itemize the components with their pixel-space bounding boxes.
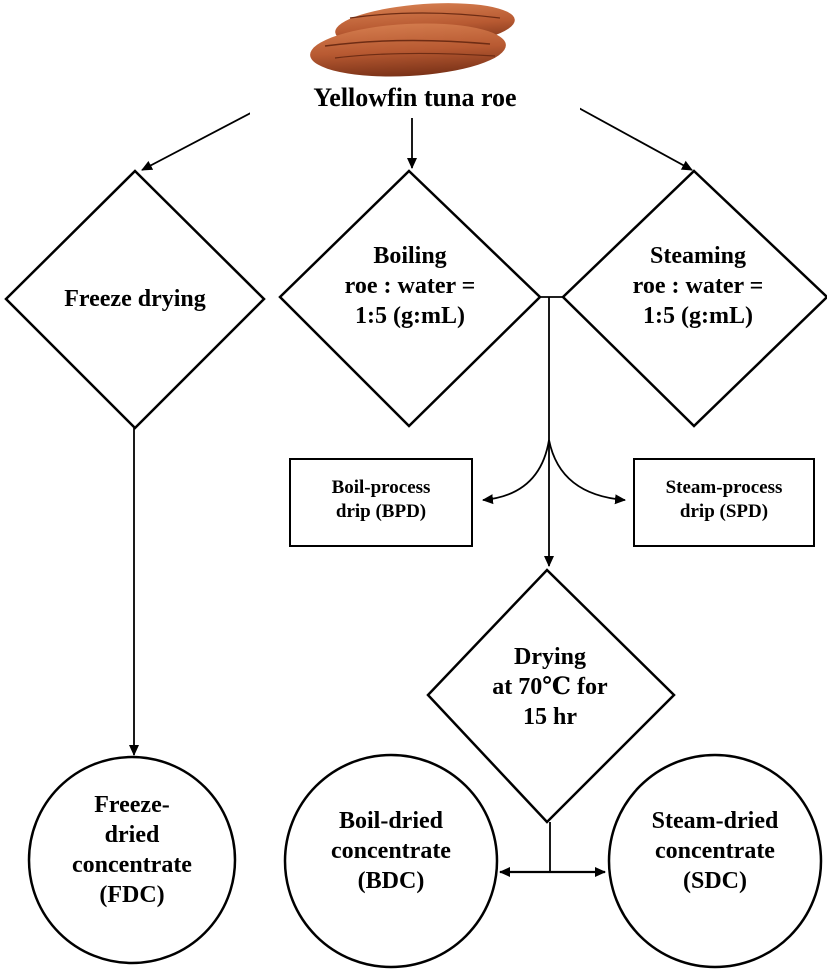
sdc-label: Steam-dried concentrate (SDC)	[615, 806, 815, 896]
spd-label: Steam-process drip (SPD)	[634, 476, 814, 524]
boiling-diamond	[278, 169, 542, 428]
bpd-label: Boil-process drip (BPD)	[290, 476, 472, 524]
spd-box	[633, 458, 815, 547]
steaming-title: Steaming	[650, 243, 746, 269]
arrow-to-bpd	[482, 439, 550, 505]
sdc-line2: concentrate	[655, 838, 775, 864]
bdc-label: Boil-dried concentrate (BDC)	[291, 806, 491, 896]
spd-line2: drip (SPD)	[679, 500, 769, 522]
drying-label: Drying at 70℃ for 15 hr	[450, 642, 650, 732]
fdc-circle	[27, 755, 237, 965]
steaming-diamond	[561, 169, 827, 428]
boiling-title: Boiling	[373, 243, 447, 269]
fdc-line2: dried	[104, 822, 160, 848]
boiling-ratio-unit: 1:5 (g:mL)	[355, 303, 465, 329]
bdc-circle	[283, 753, 499, 969]
freeze-drying-diamond	[4, 169, 266, 430]
sdc-circle	[607, 753, 823, 969]
boiling-label: Boiling roe : water = 1:5 (g:mL)	[300, 241, 520, 331]
steaming-ratio-unit: 1:5 (g:mL)	[643, 303, 753, 329]
fdc-label: Freeze- dried concentrate (FDC)	[32, 790, 232, 910]
drying-duration: 15 hr	[523, 704, 577, 730]
arrow-to-spd	[548, 439, 626, 505]
fdc-line4: (FDC)	[99, 882, 165, 908]
sdc-line3: (SDC)	[683, 868, 747, 894]
bpd-line1: Boil-process	[331, 477, 431, 498]
drying-title: Drying	[514, 644, 586, 670]
tuna-roe-image	[310, 3, 515, 77]
drying-diamond	[426, 568, 676, 824]
root-label: Yellowfin tuna roe	[250, 82, 580, 115]
steaming-label: Steaming roe : water = 1:5 (g:mL)	[588, 241, 808, 331]
freeze-drying-text: Freeze drying	[64, 286, 206, 312]
bdc-line1: Boil-dried	[338, 808, 443, 834]
fdc-line3: concentrate	[72, 852, 192, 878]
freeze-drying-label: Freeze drying	[35, 284, 235, 314]
fdc-line1: Freeze-	[94, 792, 170, 818]
bpd-line2: drip (BPD)	[335, 500, 427, 522]
root-text: Yellowfin tuna roe	[313, 83, 517, 112]
drying-temp: at 70℃ for	[492, 674, 608, 700]
boiling-ratio-text: roe : water =	[344, 273, 476, 299]
bdc-line3: (BDC)	[357, 868, 425, 894]
spd-line1: Steam-process	[665, 477, 783, 498]
bdc-line2: concentrate	[331, 838, 451, 864]
sdc-line1: Steam-dried	[651, 808, 779, 834]
steaming-ratio-text: roe : water =	[632, 273, 764, 299]
bpd-box	[289, 458, 473, 547]
